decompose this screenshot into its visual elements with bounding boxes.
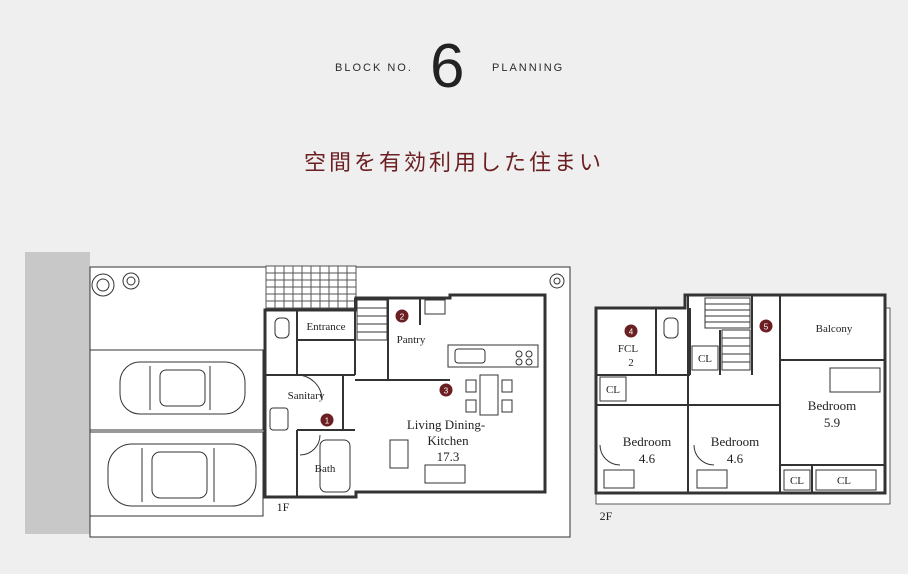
room-label-bedroom-c: Bedroom	[808, 398, 856, 413]
tree-icon	[549, 273, 565, 289]
block-prefix: BLOCK NO.	[335, 62, 413, 74]
closet-box	[815, 469, 877, 491]
room-label-bedroom-b: Bedroom	[711, 434, 759, 449]
interior-walls-1f	[265, 298, 450, 497]
room-label-cl-b: CL	[698, 353, 712, 365]
room-size-fcl: 2	[628, 357, 634, 369]
closet-box	[783, 469, 811, 491]
bed-icon	[696, 469, 728, 489]
tree-icon	[122, 272, 140, 290]
page-header: BLOCK NO. 6 PLANNING	[0, 30, 908, 110]
pantry-shelf	[424, 299, 446, 315]
pavement-strip	[25, 252, 90, 534]
room-label-sanitary: Sanitary	[288, 390, 325, 402]
floor-label-1f: 1F	[277, 500, 290, 514]
svg-text:5: 5	[764, 323, 769, 332]
floor-label-2f: 2F	[600, 509, 613, 523]
toilet-icon	[274, 317, 290, 339]
car-icon	[119, 361, 246, 415]
toilet-icon	[663, 317, 679, 339]
marker-1: 1	[320, 413, 334, 427]
stairs-2f	[704, 297, 751, 371]
tree-icon	[91, 273, 115, 297]
room-label-ldk-line2: Kitchen	[427, 433, 469, 448]
block-suffix: PLANNING	[492, 62, 565, 74]
sofa-icon	[424, 464, 466, 484]
room-label-bath: Bath	[315, 463, 336, 475]
room-size-ldk: 17.3	[437, 449, 460, 464]
room-label-bedroom-a: Bedroom	[623, 434, 671, 449]
room-label-cl-c: CL	[790, 475, 804, 487]
headline: 空間を有効利用した住まい	[303, 151, 604, 176]
room-label-pantry: Pantry	[397, 334, 426, 346]
room-label-balcony: Balcony	[816, 323, 853, 335]
floor-2-plan	[594, 293, 891, 505]
tiled-porch	[265, 265, 357, 309]
stairs-1f	[356, 299, 388, 341]
closet-box	[599, 376, 627, 402]
svg-text:2: 2	[400, 313, 405, 322]
door-swing	[693, 444, 715, 466]
low-table	[389, 439, 409, 469]
car-icon	[107, 443, 257, 507]
floor-1-plan	[25, 252, 571, 538]
room-label-fcl: FCL	[618, 343, 638, 355]
room-label-ldk-line1: Living Dining-	[407, 417, 485, 432]
door-swing	[296, 374, 323, 401]
marker-3: 3	[439, 383, 453, 397]
dining-table	[465, 374, 513, 416]
room-label-cl-d: CL	[837, 475, 851, 487]
block-number: 6	[430, 32, 465, 101]
room-label-cl-a: CL	[606, 384, 620, 396]
bed-icon	[603, 469, 635, 489]
kitchen-counter	[447, 344, 539, 368]
interior-walls-2f	[595, 295, 885, 493]
door-swing	[599, 444, 621, 466]
svg-text:1: 1	[325, 417, 330, 426]
room-size-bedroom-c: 5.9	[824, 415, 840, 430]
closet-box	[691, 345, 719, 371]
room-size-bedroom-b: 4.6	[727, 451, 744, 466]
marker-2: 2	[395, 309, 409, 323]
door-swing	[299, 434, 321, 456]
room-size-bedroom-a: 4.6	[639, 451, 656, 466]
svg-text:4: 4	[629, 328, 634, 337]
washbasin-icon	[269, 407, 289, 431]
svg-text:3: 3	[444, 387, 449, 396]
marker-5: 5	[759, 319, 773, 333]
bed-icon	[829, 367, 881, 393]
marker-4: 4	[624, 324, 638, 338]
room-label-entrance: Entrance	[306, 321, 345, 333]
bathtub-icon	[319, 439, 351, 493]
